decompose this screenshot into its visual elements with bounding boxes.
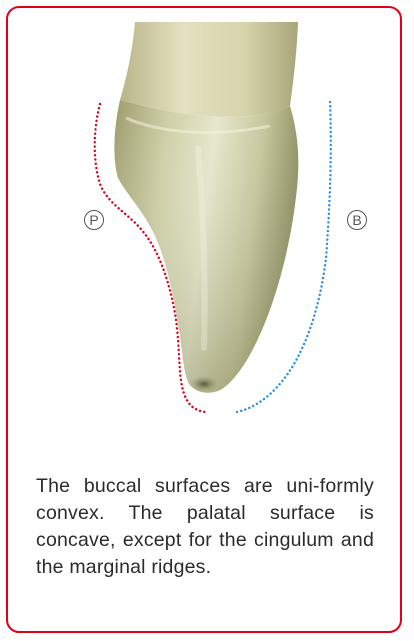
palatal-label: P	[84, 210, 104, 230]
info-card: P B The buccal surfaces are uni-formly c…	[6, 6, 402, 633]
tooth-illustration: P B	[8, 8, 402, 448]
caption-text: The buccal surfaces are uni-formly conve…	[36, 473, 374, 581]
tooth-root	[120, 22, 298, 117]
buccal-label: B	[347, 210, 367, 230]
canine-tooth-image	[8, 8, 402, 448]
